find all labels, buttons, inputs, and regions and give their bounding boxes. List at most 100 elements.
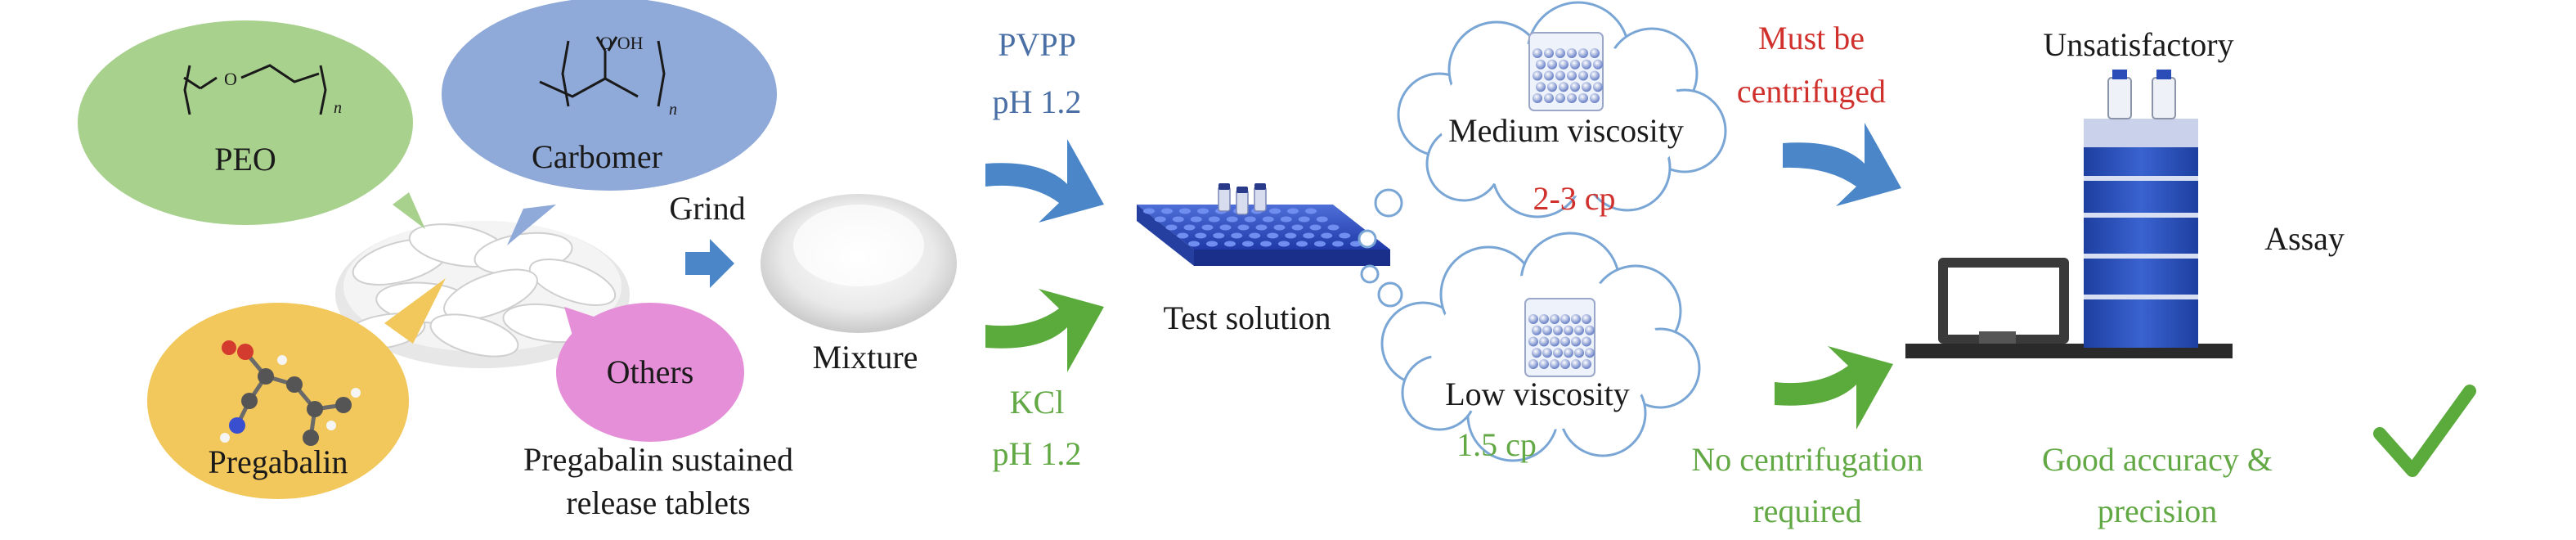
particle-dot	[1542, 325, 1552, 335]
particle-dot	[1555, 48, 1565, 58]
no-centrifuge-arrow	[1775, 346, 1893, 430]
particle-dot	[1559, 82, 1568, 92]
carbomer-formula-n: n	[669, 101, 677, 119]
well	[1237, 224, 1250, 231]
particle-dot	[1559, 59, 1568, 70]
particle-dot	[1553, 325, 1563, 335]
particle-dot	[1590, 48, 1600, 58]
well	[1206, 241, 1218, 247]
well	[1143, 208, 1155, 214]
particle-dot	[1585, 348, 1595, 358]
vial-image	[1528, 32, 1604, 111]
particle-dot	[1544, 70, 1554, 81]
particle-dot	[1533, 93, 1542, 103]
particle-dot	[1532, 325, 1542, 335]
pregabalin-label: Pregabalin	[208, 443, 348, 480]
mixture-label: Mixture	[813, 339, 918, 376]
low-viscosity-cloud: Low viscosity 1.5 cp	[1360, 232, 1701, 463]
well	[1255, 224, 1268, 231]
particle-dot	[1560, 359, 1570, 369]
well	[1244, 216, 1256, 223]
tablets-caption-line1: Pregabalin sustained	[523, 441, 793, 478]
particle-dot	[1571, 314, 1581, 324]
particle-dot	[1578, 93, 1588, 103]
pregabalin-bubble: Pregabalin	[147, 278, 446, 499]
well	[1161, 208, 1173, 214]
unsatisfactory-label: Unsatisfactory	[2043, 26, 2233, 63]
well	[1280, 216, 1292, 223]
well	[1260, 241, 1272, 247]
particle-dot	[1571, 336, 1581, 347]
well	[1179, 208, 1191, 214]
well	[1208, 216, 1220, 223]
particle-dot	[1536, 59, 1546, 70]
medium-viscosity-cloud: Medium viscosity 2-3 cp	[1358, 1, 1727, 249]
well	[1165, 224, 1178, 231]
medium-viscosity-label: Medium viscosity	[1448, 112, 1684, 149]
well	[1226, 216, 1238, 223]
particle-dot	[1532, 348, 1542, 358]
low-viscosity-value: 1.5 cp	[1456, 426, 1537, 463]
peo-formula-o: O	[224, 69, 237, 89]
grind-label: Grind	[669, 190, 745, 227]
well	[1177, 232, 1189, 239]
particle-dot	[1528, 336, 1538, 347]
particle-dot	[1582, 82, 1591, 92]
particle-dot	[1533, 48, 1542, 58]
assay-label: Assay	[2264, 220, 2345, 257]
well	[1242, 241, 1254, 247]
good-accuracy-line1: Good accuracy &	[2042, 441, 2273, 478]
particle-dot	[1574, 348, 1584, 358]
particle-dot	[1539, 359, 1549, 369]
well	[1316, 216, 1328, 223]
well	[1195, 232, 1207, 239]
carbomer-label: Carbomer	[532, 138, 662, 175]
peo-structure	[183, 64, 327, 115]
no-centrifuge-line1: No centrifugation	[1691, 441, 1923, 478]
particle-dot	[1555, 70, 1565, 81]
particle-dot	[1555, 93, 1565, 103]
test-solution-label: Test solution	[1164, 299, 1331, 336]
well	[1339, 232, 1351, 239]
particle-dot	[1590, 70, 1600, 81]
peo-formula-n: n	[334, 99, 342, 117]
particle-dot	[1582, 314, 1591, 324]
particle-dot	[1567, 70, 1577, 81]
particle-dot	[1547, 59, 1557, 70]
particle-dot	[1585, 325, 1595, 335]
peo-label: PEO	[214, 141, 276, 178]
kcl-arrow	[985, 289, 1104, 372]
well	[1267, 232, 1279, 239]
no-centrifuge-line2: required	[1752, 493, 1861, 529]
particle-dot	[1528, 359, 1538, 369]
tablets-caption-line2: release tablets	[566, 484, 750, 521]
powder-image	[761, 194, 957, 333]
peo-bubble: O n PEO	[78, 20, 425, 229]
well	[1278, 241, 1290, 247]
particle-dot	[1582, 59, 1591, 70]
particle-dot	[1564, 348, 1573, 358]
particle-dot	[1536, 82, 1546, 92]
particle-dot	[1567, 48, 1577, 58]
well	[1314, 241, 1326, 247]
must-centrifuge-line1: Must be	[1758, 20, 1865, 56]
well	[1262, 216, 1274, 223]
well	[1201, 224, 1214, 231]
particle-dot	[1547, 82, 1557, 92]
particle-dot	[1593, 59, 1603, 70]
others-bubble: Others	[556, 303, 744, 442]
well	[1188, 241, 1200, 247]
well	[1190, 216, 1202, 223]
must-centrifuge-arrow	[1783, 123, 1901, 206]
well	[1197, 208, 1209, 214]
particle-dot	[1567, 93, 1577, 103]
particle-dot	[1533, 70, 1542, 81]
particle-dot	[1593, 82, 1603, 92]
well	[1305, 208, 1317, 214]
kcl-ph-label: pH 1.2	[993, 435, 1082, 472]
medium-viscosity-value: 2-3 cp	[1533, 180, 1615, 217]
pvpp-ph-label: pH 1.2	[993, 83, 1082, 120]
particle-dot	[1539, 314, 1549, 324]
particle-dot	[1544, 48, 1554, 58]
